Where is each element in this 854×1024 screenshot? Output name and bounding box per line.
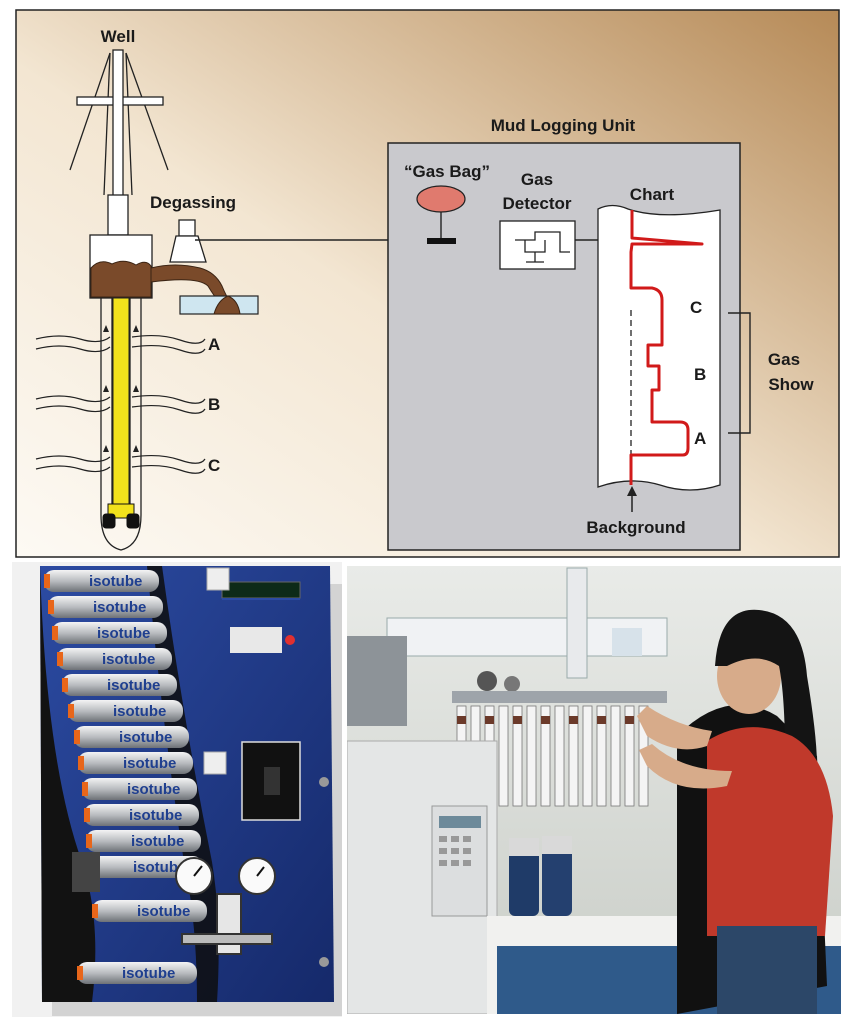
background-arrow bbox=[627, 486, 637, 512]
tube-brand-label: isotube bbox=[97, 625, 150, 642]
lab-technician-photo bbox=[347, 566, 841, 1014]
mud-pit bbox=[179, 295, 259, 315]
pressure-gauges bbox=[175, 857, 276, 955]
chart-label: Chart bbox=[630, 185, 675, 204]
gas-detector-label-line2: Detector bbox=[503, 194, 572, 213]
tube-brand-label: isotube bbox=[93, 599, 146, 616]
formation-lines bbox=[35, 334, 206, 474]
tube-brand-label: isotube bbox=[113, 703, 166, 720]
isotube-board-photo: isotube isotube isotube isotube isotube isotu… bbox=[12, 562, 342, 1017]
mud-in-wellhead bbox=[90, 260, 152, 298]
drill-bit bbox=[102, 503, 140, 529]
well-label: Well bbox=[101, 27, 136, 46]
upflow-arrows bbox=[103, 325, 139, 452]
borehole bbox=[100, 298, 142, 551]
well-zone-label-b: B bbox=[208, 395, 220, 414]
technician bbox=[637, 609, 833, 1014]
tube-brand-label: isotube bbox=[129, 807, 182, 824]
chart-zone-label-c: C bbox=[690, 298, 702, 317]
degassing-label: Degassing bbox=[150, 193, 236, 212]
tube-brand-label: isotube bbox=[127, 781, 180, 798]
tube-brand-label: isotube bbox=[122, 965, 175, 982]
tube-brand-label: isotube bbox=[133, 859, 186, 876]
tube-stack bbox=[44, 570, 207, 984]
gas-show-bracket bbox=[728, 312, 751, 434]
lab-scene-illustration bbox=[347, 566, 841, 1014]
chart-trace bbox=[629, 210, 704, 485]
well-zone-label-c: C bbox=[208, 456, 220, 475]
gas-bag-label: “Gas Bag” bbox=[404, 162, 490, 181]
well-zone-label-a: A bbox=[208, 335, 220, 354]
gas-show-label-line1: Gas bbox=[768, 350, 800, 369]
chart-paper bbox=[597, 204, 721, 491]
reagent-bottles bbox=[509, 836, 572, 916]
isotube-board-illustration: isotube isotube isotube isotube isotube isotu… bbox=[12, 562, 342, 1017]
tube-brand-label: isotube bbox=[137, 903, 190, 920]
gas-bag-valve bbox=[427, 238, 456, 244]
tube-brand-label: isotube bbox=[107, 677, 160, 694]
gas-detector-label-line1: Gas bbox=[521, 170, 553, 189]
gas-show-label-line2: Show bbox=[768, 375, 814, 394]
gas-chromatograph bbox=[347, 740, 498, 1014]
gas-bag bbox=[416, 185, 466, 213]
degassing-device bbox=[169, 219, 207, 263]
tube-brand-labels: isotube isotube isotube isotube isotube isotu… bbox=[89, 573, 190, 982]
gas-show-diagram: Well Degassing Mud Logging Unit “Gas Bag… bbox=[15, 9, 840, 558]
tube-brand-label: isotube bbox=[89, 573, 142, 590]
tube-brand-label: isotube bbox=[119, 729, 172, 746]
background-label: Background bbox=[586, 518, 685, 537]
chart-zone-label-b: B bbox=[694, 365, 706, 384]
gas-detector bbox=[499, 220, 576, 270]
tube-brand-label: isotube bbox=[131, 833, 184, 850]
drill-pipe bbox=[112, 297, 130, 507]
tube-brand-label: isotube bbox=[123, 755, 176, 772]
mud-logging-unit-label: Mud Logging Unit bbox=[491, 116, 636, 135]
chart-zone-label-a: A bbox=[694, 429, 706, 448]
tube-brand-label: isotube bbox=[102, 651, 155, 668]
